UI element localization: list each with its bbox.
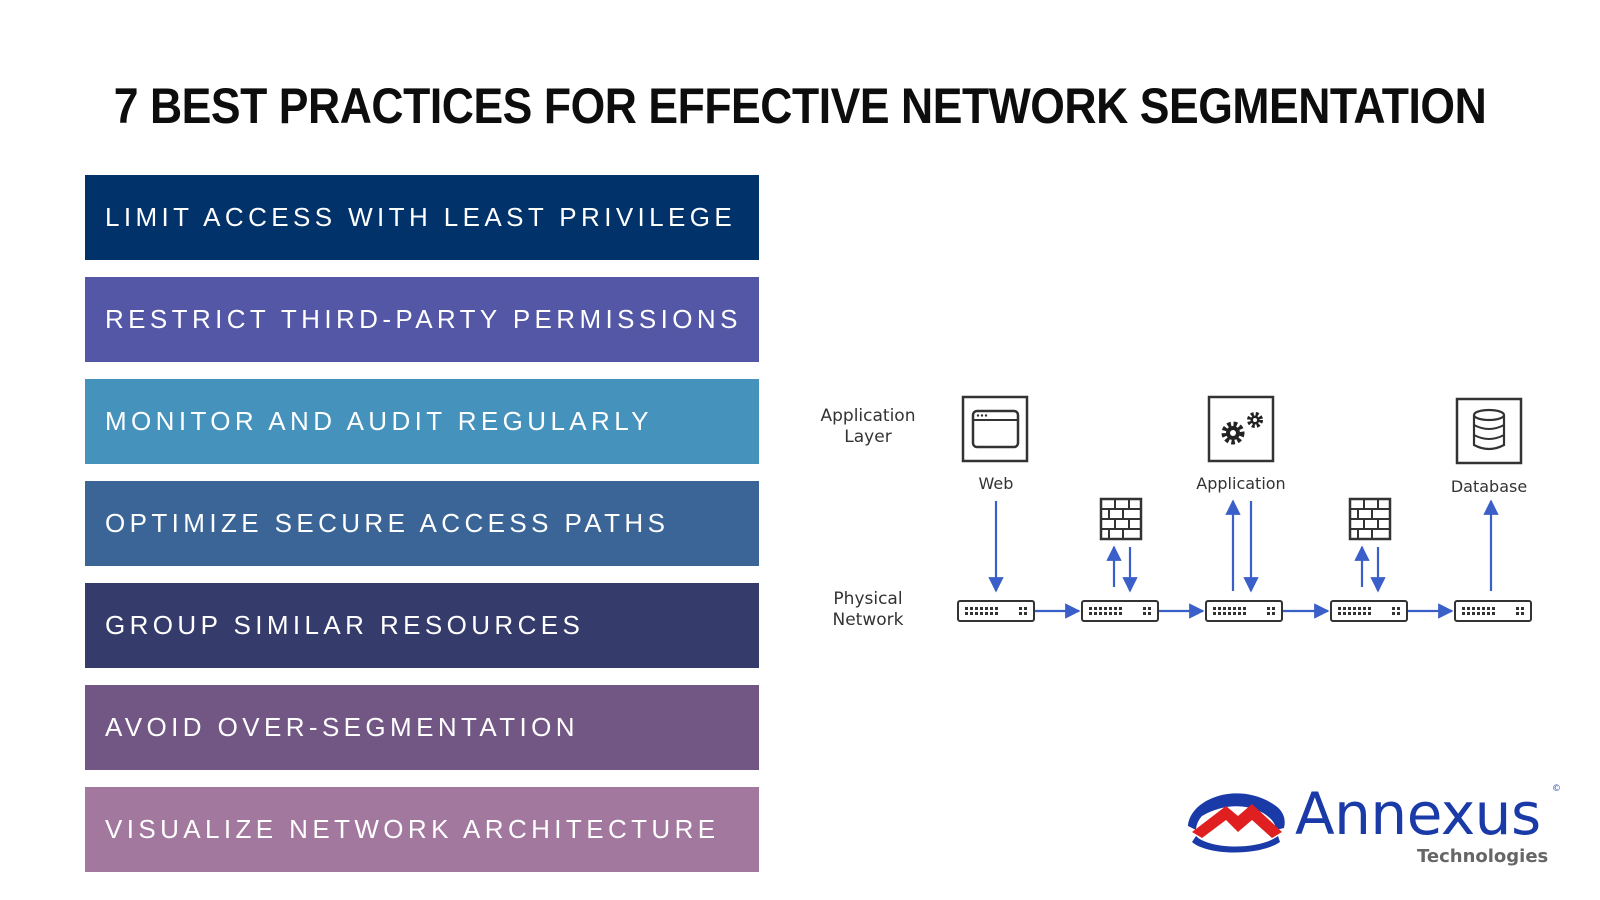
brand-subtitle: Technologies: [1417, 846, 1549, 867]
web-node-label: Web: [978, 474, 1014, 493]
practice-label: MONITOR AND AUDIT REGULARLY: [105, 406, 653, 436]
practice-item: OPTIMIZE SECURE ACCESS PATHS: [85, 481, 759, 566]
network-switch-icon: [1081, 600, 1159, 622]
practice-label: LIMIT ACCESS WITH LEAST PRIVILEGE: [105, 202, 737, 232]
browser-window-icon: [961, 395, 1029, 463]
brand-logo: Annexus © Technologies: [1180, 780, 1570, 876]
practice-label: OPTIMIZE SECURE ACCESS PATHS: [105, 508, 670, 538]
database-node-label: Database: [1450, 477, 1528, 496]
brand-name: Annexus: [1295, 780, 1541, 848]
practice-item: MONITOR AND AUDIT REGULARLY: [85, 379, 759, 464]
practice-item: AVOID OVER-SEGMENTATION: [85, 685, 759, 770]
practice-label: VISUALIZE NETWORK ARCHITECTURE: [105, 814, 720, 844]
database-icon: [1455, 397, 1523, 465]
layer-arrows: [988, 499, 1499, 593]
network-switch-icon: [957, 600, 1035, 622]
network-switch-icon: [1454, 600, 1532, 622]
practice-label: AVOID OVER-SEGMENTATION: [105, 712, 579, 742]
annexus-mark-icon: [1188, 793, 1285, 853]
practice-label: GROUP SIMILAR RESOURCES: [105, 610, 585, 640]
diagram-graphics: [957, 395, 1532, 622]
firewall-icon: [1099, 497, 1143, 541]
application-node-label: Application: [1196, 474, 1286, 493]
firewall-icon: [1348, 497, 1392, 541]
practice-item: VISUALIZE NETWORK ARCHITECTURE: [85, 787, 759, 872]
practices-list: LIMIT ACCESS WITH LEAST PRIVILEGE RESTRI…: [85, 175, 759, 889]
page-title: 7 BEST PRACTICES FOR EFFECTIVE NETWORK S…: [113, 78, 1487, 134]
gears-icon: [1207, 395, 1275, 463]
practice-item: RESTRICT THIRD-PARTY PERMISSIONS: [85, 277, 759, 362]
practice-item: LIMIT ACCESS WITH LEAST PRIVILEGE: [85, 175, 759, 260]
network-switch-icon: [1330, 600, 1408, 622]
copyright-mark: ©: [1552, 784, 1561, 794]
practice-item: GROUP SIMILAR RESOURCES: [85, 583, 759, 668]
practice-label: RESTRICT THIRD-PARTY PERMISSIONS: [105, 304, 742, 334]
network-switch-icon: [1205, 600, 1283, 622]
